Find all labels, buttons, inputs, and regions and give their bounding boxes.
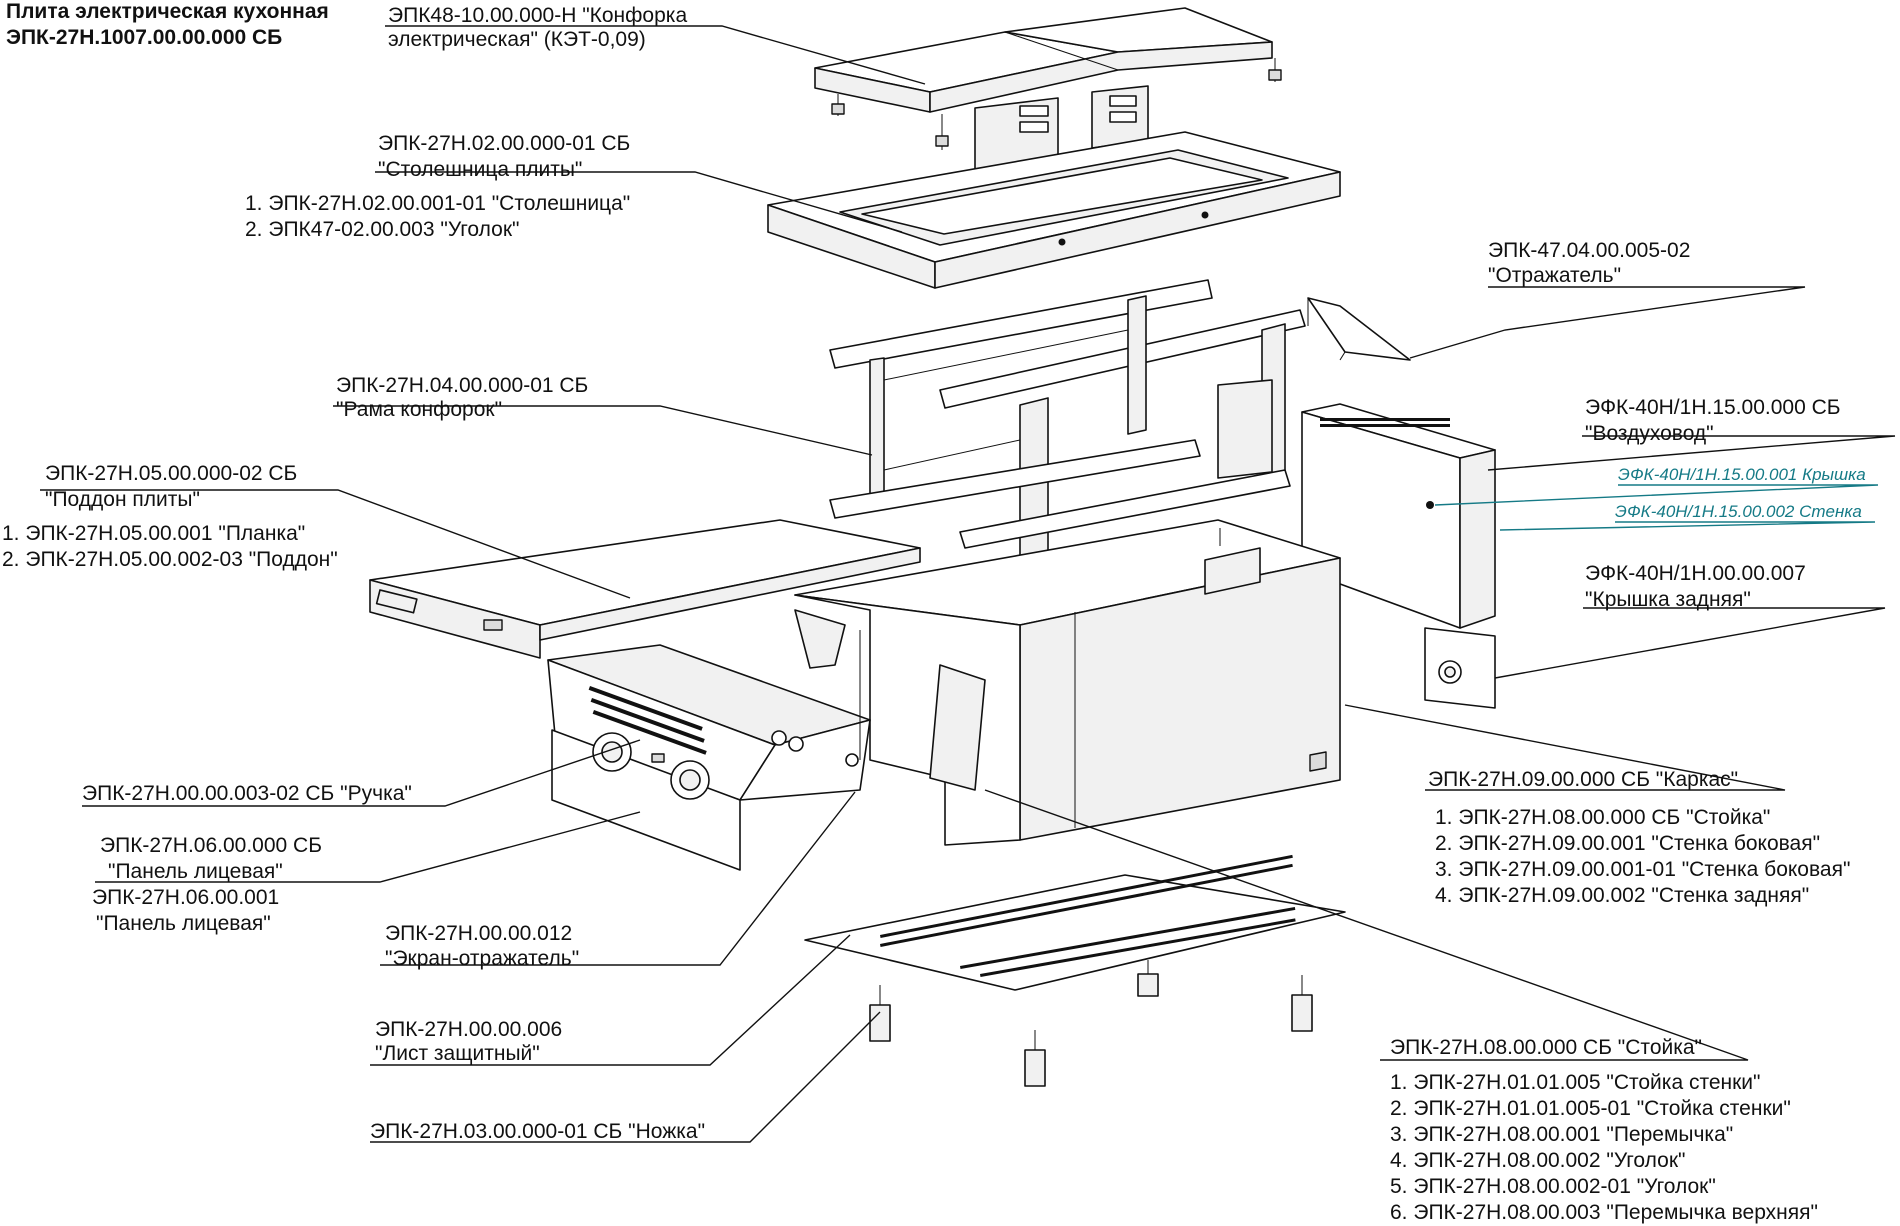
- pan-item-2: 2. ЭПК-27Н.05.00.002-03 "Поддон": [2, 548, 338, 571]
- title-line-1: Плита электрическая кухонная: [6, 0, 329, 23]
- rack-item-5: 5. ЭПК-27Н.08.00.002-01 "Уголок": [1390, 1175, 1716, 1198]
- rack-item-6: 6. ЭПК-27Н.08.00.003 "Перемычка верхняя": [1390, 1201, 1818, 1224]
- back-cover: [1424, 627, 1496, 709]
- handle-code: ЭПК-27Н.00.00.003-02 СБ "Ручка": [82, 782, 412, 805]
- screen-code: ЭПК-27Н.00.00.012: [385, 922, 572, 945]
- sheet-slots: [880, 854, 1296, 977]
- label-screen: ЭПК-27Н.00.00.012 "Экран-отражатель": [385, 922, 579, 970]
- label-handle: ЭПК-27Н.00.00.003-02 СБ "Ручка": [82, 782, 412, 805]
- pan-code: ЭПК-27Н.05.00.000-02 СБ: [45, 462, 297, 485]
- label-backcover: ЭФК-40Н/1Н.00.00.007 "Крышка задняя": [1585, 562, 1806, 611]
- leader-lines: [40, 25, 1896, 1143]
- label-leg: ЭПК-27Н.03.00.000-01 СБ "Ножка": [370, 1120, 705, 1143]
- frontpanel-part-name: "Панель лицевая": [96, 912, 271, 935]
- rack-item-1: 1. ЭПК-27Н.01.01.005 "Стойка стенки": [1390, 1071, 1760, 1094]
- reflector-name: "Отражатель": [1488, 264, 1621, 287]
- tabletop-item-2: 2. ЭПК47-02.00.003 "Уголок": [245, 218, 519, 241]
- label-reflector: ЭПК-47.04.00.005-02 "Отражатель": [1488, 239, 1690, 287]
- sheet-code: ЭПК-27Н.00.00.006: [375, 1018, 562, 1041]
- title-line-2: ЭПК-27Н.1007.00.00.000 СБ: [6, 26, 282, 49]
- frontpanel-name: "Панель лицевая": [108, 860, 283, 883]
- burner-name: электрическая" (КЭТ-0,09): [388, 28, 646, 51]
- label-sheet: ЭПК-27Н.00.00.006 "Лист защитный": [375, 1018, 562, 1065]
- tabletop-name: "Столешница плиты": [378, 158, 582, 181]
- burner-frame: [829, 279, 1306, 569]
- tabletop-item-1: 1. ЭПК-27Н.02.00.001-01 "Столешница": [245, 192, 630, 215]
- label-frontpanel: ЭПК-27Н.06.00.000 СБ "Панель лицевая" ЭП…: [92, 834, 322, 935]
- leg-3: [1137, 960, 1159, 997]
- duct-wall-note: ЭФК-40Н/1Н.15.00.002 Стенка: [1615, 502, 1862, 521]
- reflector-code: ЭПК-47.04.00.005-02: [1488, 239, 1690, 262]
- tabletop-code: ЭПК-27Н.02.00.000-01 СБ: [378, 132, 630, 155]
- label-frame: ЭПК-27Н.04.00.000-01 СБ "Рама конфорок": [336, 374, 588, 421]
- screen-name: "Экран-отражатель": [385, 947, 579, 970]
- leg-1: [869, 985, 891, 1042]
- burner-assembly: [814, 7, 1282, 171]
- sheet-name: "Лист защитный": [375, 1042, 540, 1065]
- protective-sheet: [804, 854, 1346, 991]
- duct-name: "Воздуховод": [1585, 422, 1714, 445]
- label-tabletop: ЭПК-27Н.02.00.000-01 СБ "Столешница плит…: [245, 132, 630, 241]
- legs: [869, 960, 1313, 1087]
- frontpanel-code: ЭПК-27Н.06.00.000 СБ: [100, 834, 322, 857]
- screen-reflector: [794, 609, 986, 791]
- leg-code: ЭПК-27Н.03.00.000-01 СБ "Ножка": [370, 1120, 705, 1143]
- rack-code: ЭПК-27Н.08.00.000 СБ "Стойка": [1390, 1036, 1702, 1059]
- rack-item-4: 4. ЭПК-27Н.08.00.002 "Уголок": [1390, 1149, 1685, 1172]
- pan-item-1: 1. ЭПК-27Н.05.00.001 "Планка": [2, 522, 305, 545]
- body-item-2: 2. ЭПК-27Н.09.00.001 "Стенка боковая": [1435, 832, 1820, 855]
- duct-cover-note: ЭФК-40Н/1Н.15.00.001 Крышка: [1618, 465, 1866, 484]
- pan-name: "Поддон плиты": [45, 488, 200, 511]
- body-item-1: 1. ЭПК-27Н.08.00.000 СБ "Стойка": [1435, 806, 1770, 829]
- frame-name: "Рама конфорок": [336, 398, 502, 421]
- label-duct: ЭФК-40Н/1Н.15.00.000 СБ "Воздуховод" ЭФК…: [1585, 396, 1866, 521]
- reflector: [1307, 297, 1411, 361]
- front-panel: [547, 644, 871, 871]
- backcover-name: "Крышка задняя": [1585, 588, 1751, 611]
- duct-code: ЭФК-40Н/1Н.15.00.000 СБ: [1585, 396, 1841, 419]
- leg-4: [1291, 975, 1313, 1032]
- frame-code: ЭПК-27Н.04.00.000-01 СБ: [336, 374, 588, 397]
- label-pan: ЭПК-27Н.05.00.000-02 СБ "Поддон плиты" 1…: [2, 462, 338, 571]
- tabletop: [767, 131, 1341, 289]
- front-panel-vents: [588, 686, 707, 755]
- body-code: ЭПК-27Н.09.00.000 СБ "Каркас": [1428, 768, 1738, 791]
- bottom-pan: [369, 519, 921, 659]
- label-body: ЭПК-27Н.09.00.000 СБ "Каркас" 1. ЭПК-27Н…: [1428, 768, 1850, 907]
- label-rack: ЭПК-27Н.08.00.000 СБ "Стойка" 1. ЭПК-27Н…: [1390, 1036, 1818, 1224]
- duct-slots: [1320, 418, 1450, 427]
- label-burner: ЭПК48-10.00.000-Н "Конфорка электрическа…: [388, 4, 687, 51]
- frontpanel-part-code: ЭПК-27Н.06.00.001: [92, 886, 279, 909]
- leg-2: [1024, 1030, 1046, 1087]
- backcover-code: ЭФК-40Н/1Н.00.00.007: [1585, 562, 1806, 585]
- rack-item-2: 2. ЭПК-27Н.01.01.005-01 "Стойка стенки": [1390, 1097, 1791, 1120]
- burner-code: ЭПК48-10.00.000-Н "Конфорка: [388, 4, 687, 27]
- body-item-4: 4. ЭПК-27Н.09.00.002 "Стенка задняя": [1435, 884, 1809, 907]
- body-item-3: 3. ЭПК-27Н.09.00.001-01 "Стенка боковая": [1435, 858, 1850, 881]
- rack-item-3: 3. ЭПК-27Н.08.00.001 "Перемычка": [1390, 1123, 1733, 1146]
- air-duct: [1217, 379, 1496, 629]
